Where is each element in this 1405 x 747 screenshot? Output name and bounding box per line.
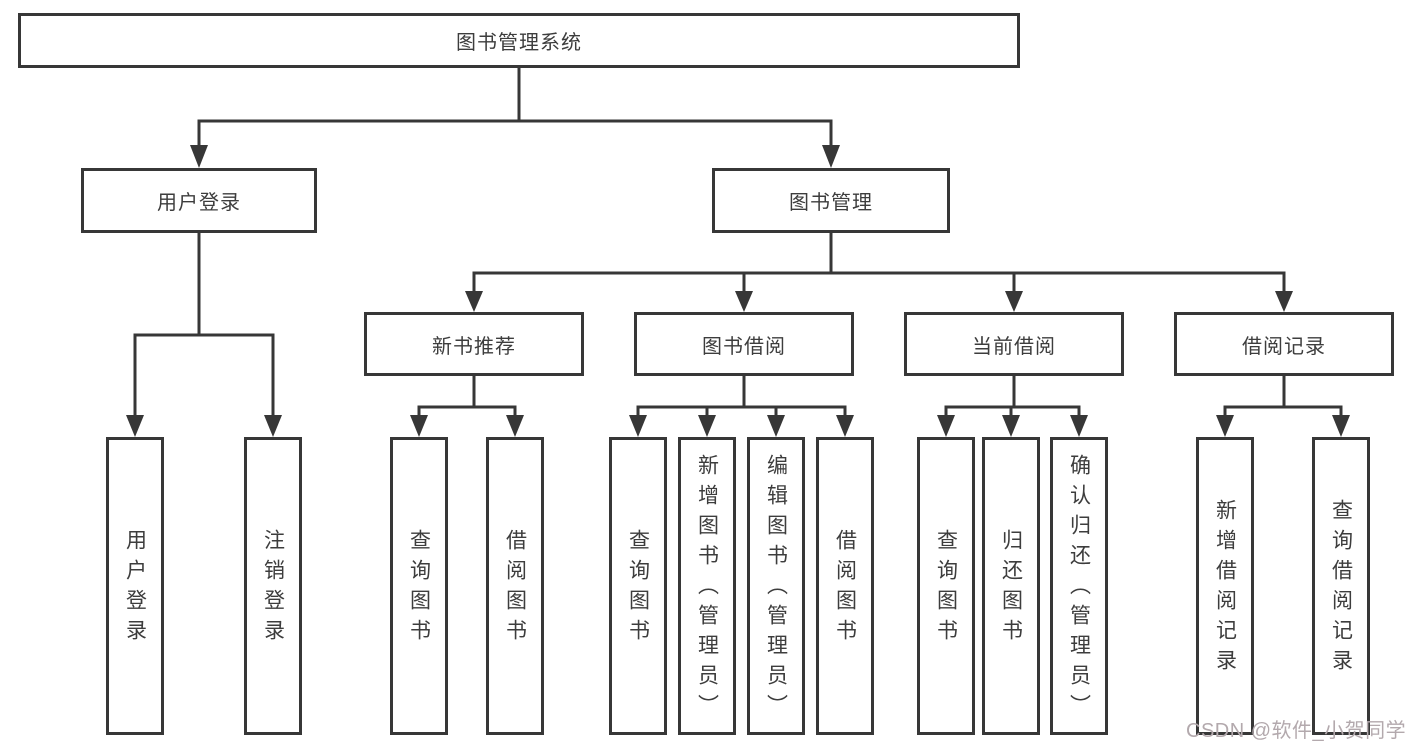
node-current-borrowing: 当前借阅: [904, 312, 1124, 376]
node-book-borrowing: 图书借阅: [634, 312, 854, 376]
leaf-user-login: 用户登录: [106, 437, 164, 735]
leaf-add-borrow-record: 新增借阅记录: [1196, 437, 1254, 735]
node-new-book-recommend: 新书推荐: [364, 312, 584, 376]
node-library-management-system: 图书管理系统: [18, 13, 1020, 68]
leaf-borrow-books: 借阅图书: [816, 437, 874, 735]
csdn-watermark: CSDN @软件_小贺同学: [1186, 720, 1405, 742]
leaf-query-books: 查询图书: [390, 437, 448, 735]
leaf-borrow-books: 借阅图书: [486, 437, 544, 735]
leaf-query-books: 查询图书: [609, 437, 667, 735]
leaf-confirm-return-admin: 确认归还（管理员）: [1050, 437, 1108, 735]
node-book-management: 图书管理: [712, 168, 950, 233]
leaf-query-borrow-record: 查询借阅记录: [1312, 437, 1370, 735]
leaf-add-books-admin: 新增图书（管理员）: [678, 437, 736, 735]
leaf-logout: 注销登录: [244, 437, 302, 735]
node-user-login: 用户登录: [81, 168, 317, 233]
node-borrow-records: 借阅记录: [1174, 312, 1394, 376]
leaf-return-books: 归还图书: [982, 437, 1040, 735]
leaf-edit-books-admin: 编辑图书（管理员）: [747, 437, 805, 735]
leaf-query-books: 查询图书: [917, 437, 975, 735]
